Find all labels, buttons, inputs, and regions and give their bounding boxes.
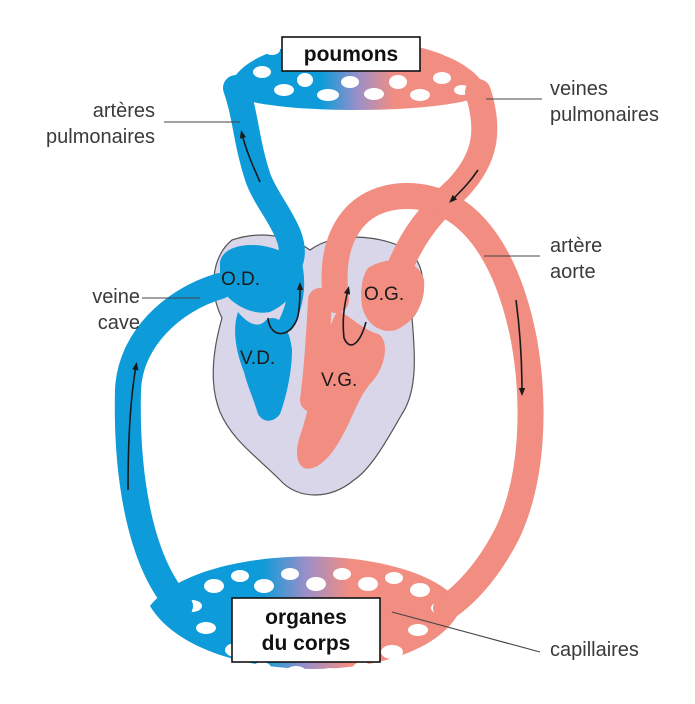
pulmonary-vein xyxy=(398,92,484,272)
pulmonary-arteries-label-line2: pulmonaires xyxy=(46,126,155,148)
lungs-box: poumons xyxy=(282,37,420,71)
vena-cava-label-line2: cave xyxy=(98,312,140,334)
right-atrium-label: O.D. xyxy=(221,269,260,290)
pulmonary-arteries-label-line1: artères xyxy=(93,100,155,122)
right-ventricle-label: V.D. xyxy=(240,348,275,369)
left-atrium-label: O.G. xyxy=(364,284,404,305)
aorta-label-line1: artère xyxy=(550,235,602,257)
vena-cava-label-line1: veine xyxy=(92,286,140,308)
organs-label-line1: organes xyxy=(265,606,347,629)
organs-box: organes du corps xyxy=(232,598,380,662)
capillaries-label: capillaires xyxy=(550,639,639,661)
pulmonary-veins-label-line1: veines xyxy=(550,78,608,100)
pulmonary-veins-label-line2: pulmonaires xyxy=(550,104,659,126)
left-ventricle-label: V.G. xyxy=(321,370,357,391)
aorta-label-line2: aorte xyxy=(550,261,596,283)
organs-label-line2: du corps xyxy=(262,632,351,655)
vena-cava xyxy=(128,286,220,606)
lungs-label: poumons xyxy=(304,43,399,66)
